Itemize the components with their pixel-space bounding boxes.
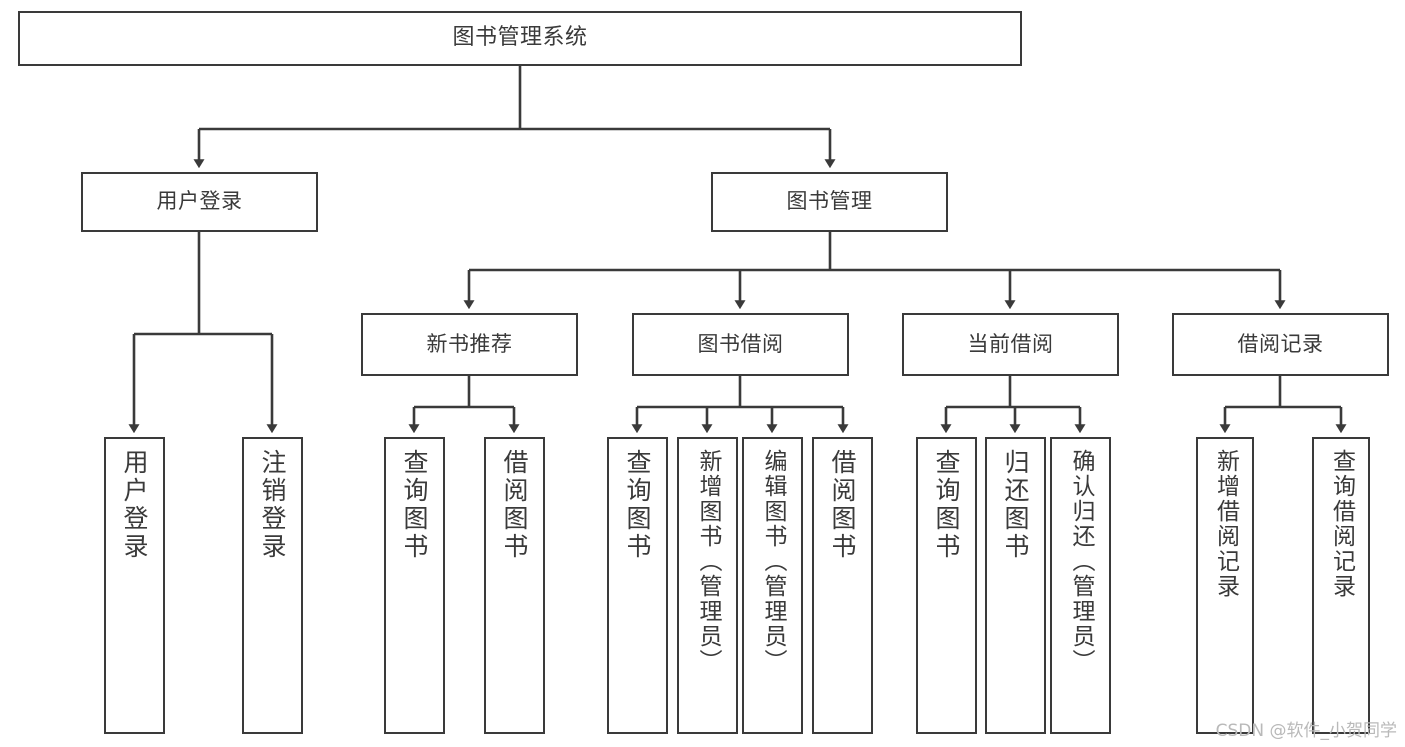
- node-label: 编辑图书（管理员）: [760, 449, 786, 674]
- node-book-management[interactable]: 图书管理: [711, 172, 948, 232]
- node-label: 查询图书: [623, 449, 652, 561]
- node-book-borrow[interactable]: 图书借阅: [632, 313, 849, 376]
- node-label: 当前借阅: [967, 331, 1054, 356]
- node-label: 查询图书: [400, 449, 429, 561]
- csdn-watermark: CSDN @软件_小贺同学: [1215, 721, 1397, 741]
- leaf-user-login-login[interactable]: 用户登录: [104, 437, 165, 734]
- node-root-system[interactable]: 图书管理系统: [18, 11, 1022, 66]
- node-label: 借阅记录: [1237, 331, 1324, 356]
- node-label: 图书管理: [786, 189, 873, 214]
- node-label: 新书推荐: [426, 331, 513, 356]
- node-label: 新增图书（管理员）: [695, 449, 721, 674]
- leaf-new-book-query[interactable]: 查询图书: [384, 437, 445, 734]
- leaf-book-borrow-edit[interactable]: 编辑图书（管理员）: [742, 437, 803, 734]
- node-user-login[interactable]: 用户登录: [81, 172, 318, 232]
- node-label: 归还图书: [1001, 449, 1030, 561]
- node-label: 查询图书: [932, 449, 961, 561]
- leaf-user-login-logout[interactable]: 注销登录: [242, 437, 303, 734]
- leaf-book-borrow-borrow[interactable]: 借阅图书: [812, 437, 873, 734]
- node-label: 图书管理系统: [452, 25, 588, 51]
- leaf-book-borrow-add[interactable]: 新增图书（管理员）: [677, 437, 738, 734]
- leaf-book-borrow-query[interactable]: 查询图书: [607, 437, 668, 734]
- node-label: 确认归还（管理员）: [1068, 449, 1094, 674]
- leaf-current-borrow-query[interactable]: 查询图书: [916, 437, 977, 734]
- leaf-current-borrow-confirm-return[interactable]: 确认归还（管理员）: [1050, 437, 1111, 734]
- node-label: 新增借阅记录: [1212, 449, 1239, 599]
- node-label: 借阅图书: [500, 449, 529, 561]
- node-label: 用户登录: [120, 449, 149, 561]
- leaf-borrow-record-query[interactable]: 查询借阅记录: [1312, 437, 1370, 734]
- node-borrow-record[interactable]: 借阅记录: [1172, 313, 1389, 376]
- node-current-borrow[interactable]: 当前借阅: [902, 313, 1119, 376]
- node-label: 用户登录: [156, 189, 243, 214]
- leaf-new-book-borrow[interactable]: 借阅图书: [484, 437, 545, 734]
- node-new-book-recommend[interactable]: 新书推荐: [361, 313, 578, 376]
- leaf-current-borrow-return[interactable]: 归还图书: [985, 437, 1046, 734]
- node-label: 图书借阅: [697, 331, 784, 356]
- leaf-borrow-record-add[interactable]: 新增借阅记录: [1196, 437, 1254, 734]
- node-label: 查询借阅记录: [1328, 449, 1355, 599]
- node-label: 借阅图书: [828, 449, 857, 561]
- node-label: 注销登录: [258, 449, 287, 561]
